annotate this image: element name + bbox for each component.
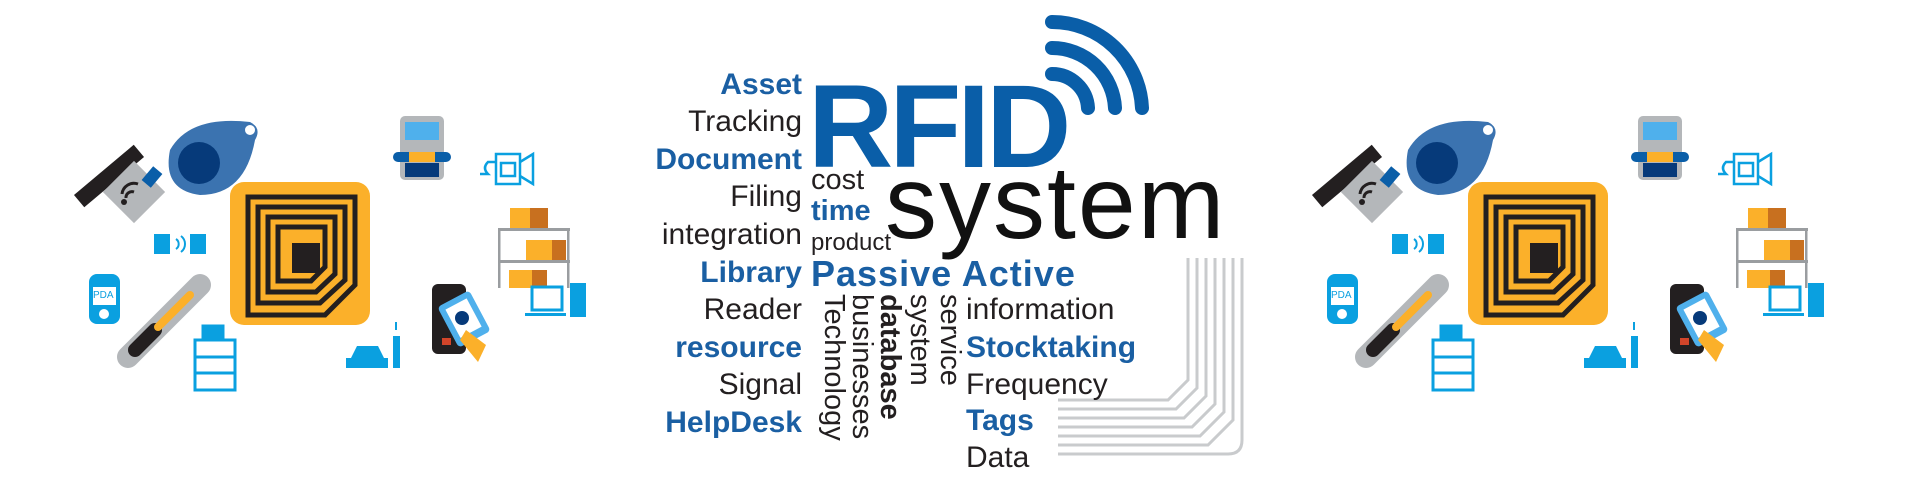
word-technology: Technology — [818, 294, 850, 441]
word-stocktaking: Stocktaking — [966, 331, 1137, 364]
word-database: database — [874, 294, 906, 420]
word-time: time — [811, 195, 871, 227]
word-product: product — [811, 229, 892, 256]
word-passive-active: Passive Active — [811, 253, 1076, 294]
system-title: system — [885, 145, 1227, 261]
word-signal: Signal — [718, 368, 802, 401]
word-library: Library — [700, 256, 802, 289]
right-illustration-cluster — [1312, 116, 1824, 390]
word-businesses: businesses — [846, 294, 878, 440]
word-filing: Filing — [730, 180, 802, 213]
circuit-lines-icon — [1058, 258, 1244, 456]
rfid-title: RFID — [808, 61, 1071, 193]
word-reader: Reader — [703, 293, 802, 326]
word-system: system — [904, 294, 936, 386]
word-tags: Tags — [966, 404, 1034, 437]
word-integration: integration — [661, 218, 802, 251]
word-resource: resource — [675, 331, 802, 364]
left-illustration-cluster — [74, 116, 586, 390]
pda-label-left: PDA — [93, 290, 114, 301]
word-document: Document — [655, 143, 802, 176]
word-information: information — [966, 293, 1115, 326]
word-helpdesk: HelpDesk — [665, 406, 802, 439]
word-tracking: Tracking — [688, 105, 802, 138]
word-cost: cost — [811, 164, 865, 196]
word-asset: Asset — [720, 68, 802, 101]
word-frequency: Frequency — [966, 368, 1108, 401]
word-data: Data — [966, 441, 1030, 474]
pda-label-right: PDA — [1331, 290, 1352, 301]
signal-waves-icon — [1045, 14, 1149, 115]
word-service: service — [934, 294, 966, 386]
